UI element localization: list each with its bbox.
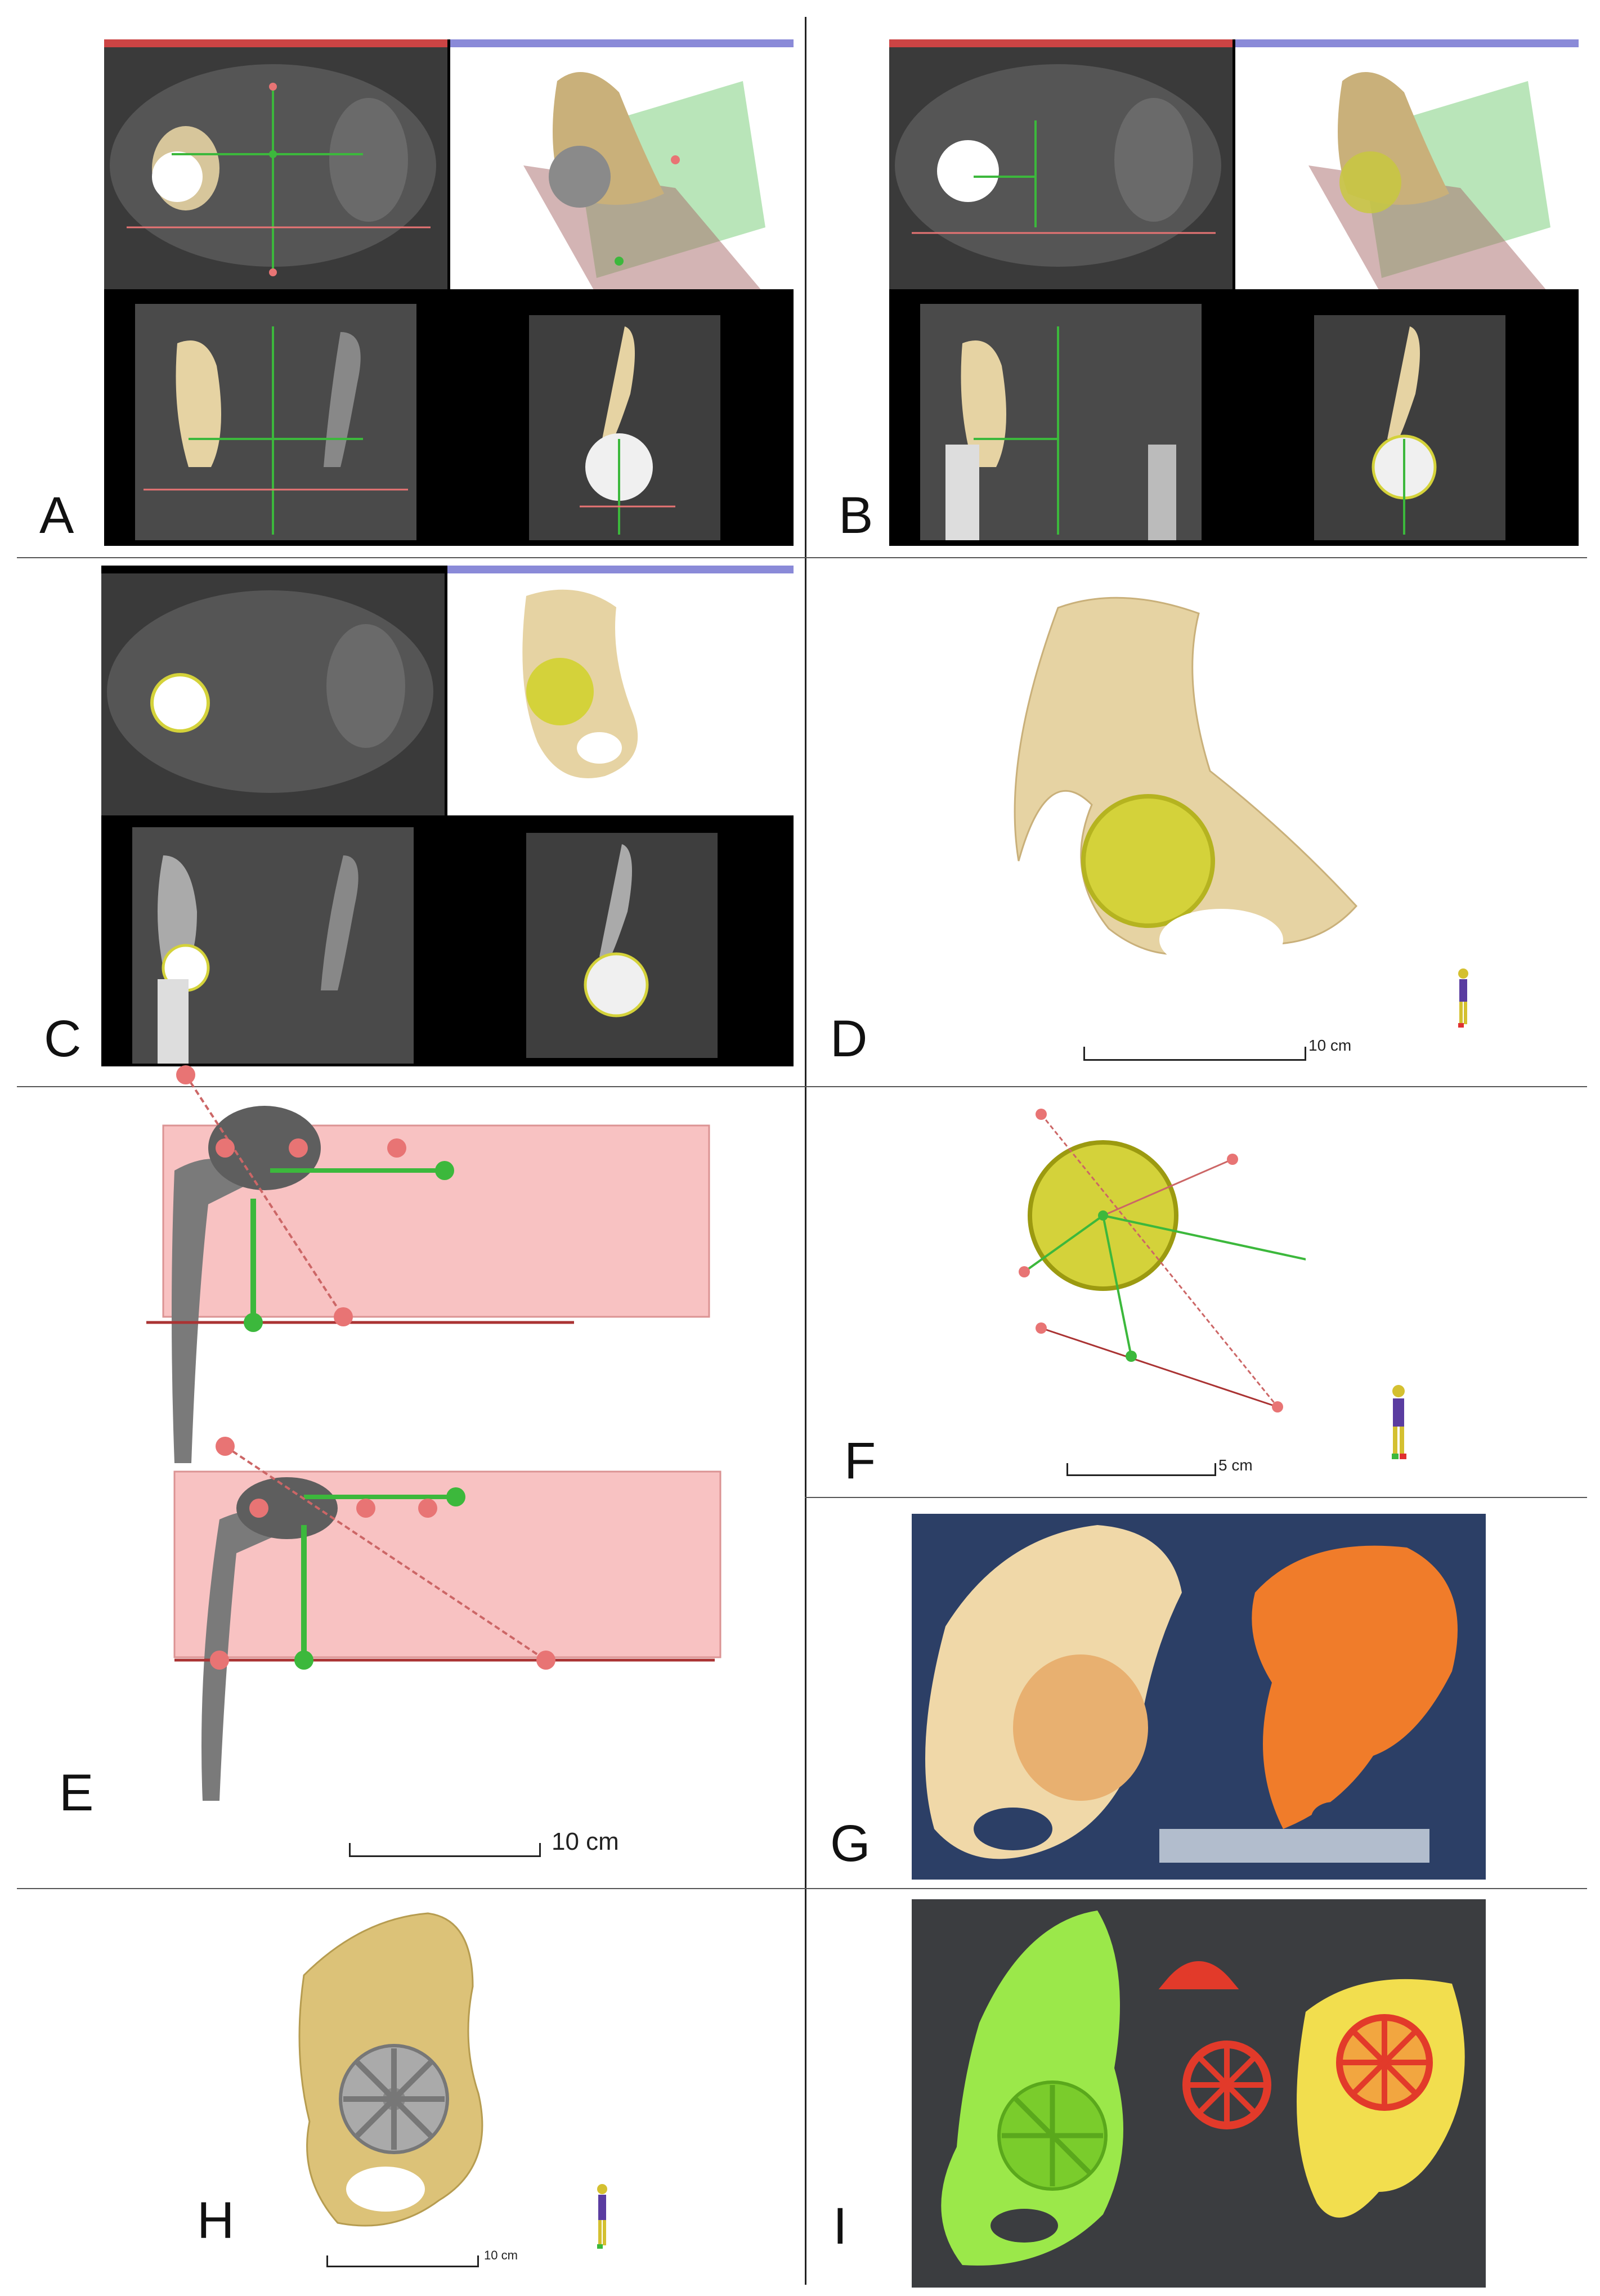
scale-label-f: 5 cm <box>1218 1456 1253 1474</box>
3d-pelvis-cage-graphic <box>298 1912 483 2227</box>
scale-label-d: 10 cm <box>1308 1037 1352 1054</box>
panel-d <box>996 591 1379 985</box>
label-d: D <box>830 1010 868 1068</box>
divider-h4 <box>17 1888 1587 1889</box>
3d-pelvis-graphic <box>1308 72 1550 289</box>
label-b: B <box>839 487 873 544</box>
viewer-toolbar-red <box>104 39 447 47</box>
ct-coronal-graphic <box>132 827 414 1064</box>
label-g: G <box>830 1815 871 1872</box>
ct-coronal-view[interactable] <box>104 298 447 546</box>
ct-coronal-graphic <box>135 304 416 540</box>
label-h: H <box>197 2192 235 2249</box>
implant-angles-graphic <box>1019 1109 1306 1412</box>
scale-label-e: 10 cm <box>552 1828 619 1855</box>
ct-axial-graphic <box>895 64 1221 267</box>
ct-sagittal-graphic <box>529 315 720 540</box>
viewer-toolbar-blue <box>450 39 794 47</box>
divider-h3 <box>805 1497 1587 1498</box>
printed-pelvis-photo <box>925 1525 1458 1863</box>
scale-bar-icon <box>1066 1463 1216 1476</box>
ct-coronal-view[interactable] <box>889 298 1233 546</box>
ct-axial-view[interactable] <box>104 47 447 289</box>
3d-view[interactable] <box>447 573 794 815</box>
divider-vertical <box>805 17 806 2285</box>
3d-pelvis-graphic <box>523 72 765 289</box>
label-c: C <box>44 1010 82 1068</box>
3d-pelvis-implant-graphic <box>1014 597 1358 971</box>
ct-sagittal-graphic <box>526 833 718 1058</box>
human-figure-icon <box>594 2183 611 2251</box>
ct-sagittal-graphic <box>1314 315 1505 540</box>
label-a: A <box>39 487 74 544</box>
ct-axial-graphic <box>110 64 436 276</box>
panel-g <box>912 1514 1486 1880</box>
scale-bar-icon <box>1083 1047 1306 1061</box>
ct-axial-view[interactable] <box>889 47 1233 289</box>
scale-bar-icon <box>349 1843 541 1857</box>
ct-axial-graphic <box>107 590 433 793</box>
printed-guides-photo <box>941 1911 1465 2266</box>
scale-label-h: 10 cm <box>484 2248 518 2262</box>
ct-sagittal-view[interactable] <box>1235 298 1579 546</box>
ct-coronal-view[interactable] <box>101 822 445 1066</box>
divider-h2 <box>17 1086 1587 1087</box>
viewer-toolbar-blue <box>1235 39 1579 47</box>
label-f: F <box>844 1432 876 1490</box>
panel-a <box>104 39 794 546</box>
3d-view[interactable] <box>450 47 794 289</box>
3d-pelvis-graphic <box>522 589 638 778</box>
ct-axial-view[interactable] <box>101 573 445 815</box>
panel-h <box>293 1908 518 2234</box>
viewer-toolbar-red <box>889 39 1233 47</box>
scale-bar-icon <box>326 2255 479 2267</box>
divider-h1 <box>17 557 1587 558</box>
human-figure-icon <box>1387 1384 1410 1460</box>
panel-i <box>912 1899 1486 2288</box>
femur-planes-graphic <box>146 1065 721 1801</box>
label-i: I <box>833 2198 848 2255</box>
panel-e <box>141 1058 737 1806</box>
ct-sagittal-view[interactable] <box>447 822 794 1066</box>
3d-view[interactable] <box>1235 47 1579 289</box>
ct-coronal-graphic <box>920 304 1202 540</box>
label-e: E <box>59 1764 94 1822</box>
viewer-toolbar-blue <box>447 566 794 573</box>
ct-sagittal-view[interactable] <box>450 298 794 546</box>
panel-b <box>889 39 1579 546</box>
panel-f <box>991 1103 1306 1424</box>
panel-c <box>101 566 794 1066</box>
human-figure-icon <box>1455 968 1472 1030</box>
